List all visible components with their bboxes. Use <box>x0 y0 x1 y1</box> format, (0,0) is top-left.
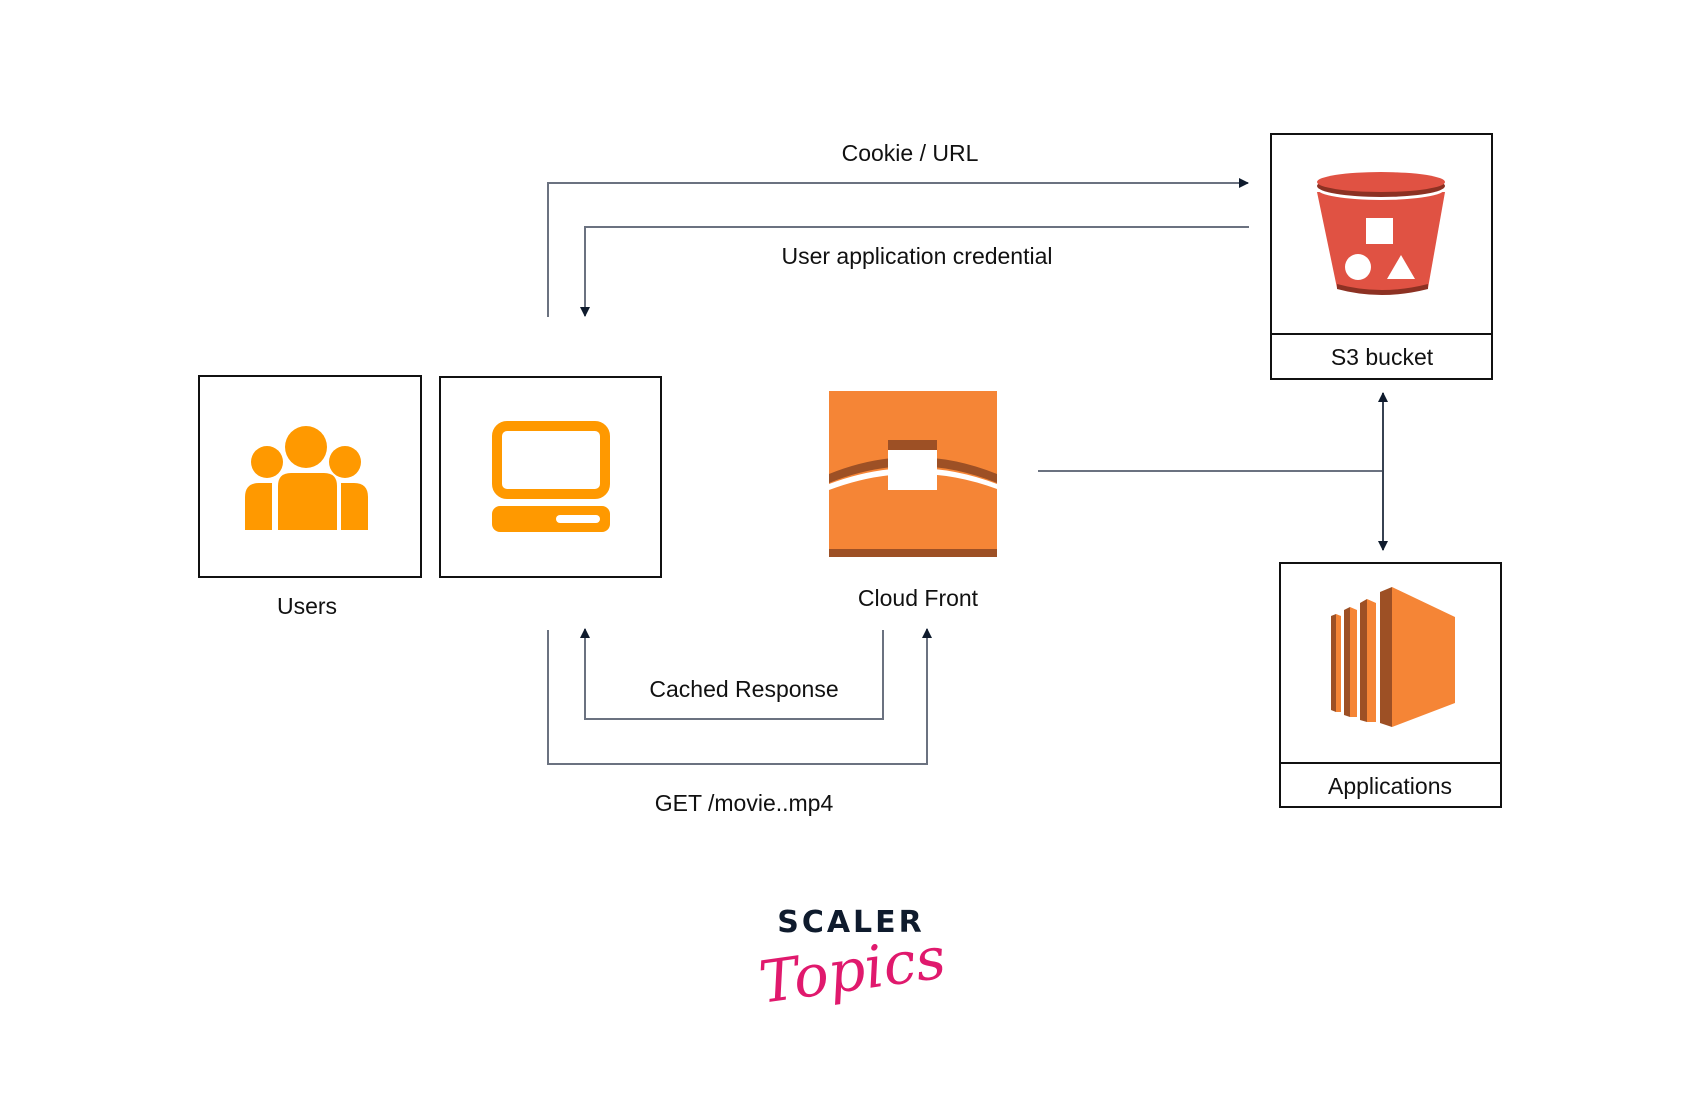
users-node[interactable]: Users <box>198 375 422 619</box>
ec2-instances-icon <box>1331 587 1455 727</box>
s3-bucket-icon <box>1317 172 1445 295</box>
cookie-url-label: Cookie / URL <box>842 140 979 166</box>
edge-credential: User application credential <box>580 226 1249 317</box>
edge-cached-response: Cached Response <box>580 628 884 720</box>
cookie-url-arrow <box>547 178 1249 317</box>
applications-label: Applications <box>1328 773 1452 799</box>
client-node[interactable] <box>439 376 662 578</box>
cloudfront-label: Cloud Front <box>858 585 979 611</box>
edge-get-movie: GET /movie..mp4 <box>547 628 932 816</box>
credential-arrow <box>580 226 1249 317</box>
cloudfront-icon <box>829 391 997 557</box>
s3-label: S3 bucket <box>1331 344 1434 370</box>
s3-node[interactable]: S3 bucket <box>1270 133 1493 380</box>
users-group-icon <box>245 426 368 530</box>
desktop-computer-icon <box>492 421 610 532</box>
scaler-topics-logo: SCALER Topics <box>755 905 950 1017</box>
applications-node[interactable]: Applications <box>1279 562 1502 808</box>
edge-origin-link <box>1038 392 1388 551</box>
get-movie-arrow <box>547 628 932 765</box>
get-movie-label: GET /movie..mp4 <box>655 790 834 816</box>
edge-cookie-url: Cookie / URL <box>547 140 1249 317</box>
logo-brand-text: SCALER <box>777 905 925 940</box>
cached-response-arrow <box>580 628 884 720</box>
client-box <box>439 376 662 578</box>
cached-response-label: Cached Response <box>649 676 838 702</box>
credential-label: User application credential <box>781 243 1052 269</box>
users-label: Users <box>277 593 337 619</box>
cloudfront-node[interactable]: Cloud Front <box>829 391 997 611</box>
